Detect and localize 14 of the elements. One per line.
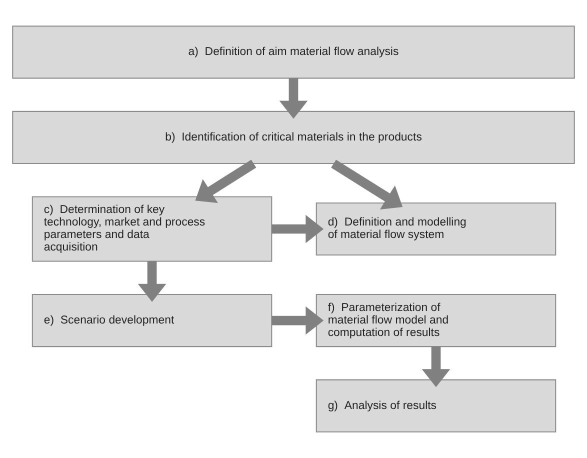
node-box: f) Parameterization of material flow model and computation of results (316, 294, 556, 348)
node-box: b) Identification of critical materials in the products (12, 110, 575, 164)
node-box: g) Analysis of results (316, 379, 556, 432)
node-box: a) Definition of aim material flow analysis (12, 26, 575, 79)
arrow (195, 160, 256, 203)
arrow (272, 214, 324, 244)
node-box: d) Definition and modelling of material flow system (316, 202, 556, 256)
arrow (422, 346, 450, 388)
arrow (331, 160, 403, 210)
arrow (272, 306, 324, 335)
arrow (138, 261, 166, 302)
arrow (279, 78, 308, 119)
node-box: c) Determination of key technology, market and process parameters and data acquisition (32, 196, 272, 262)
node-box: e) Scenario development (32, 294, 272, 348)
